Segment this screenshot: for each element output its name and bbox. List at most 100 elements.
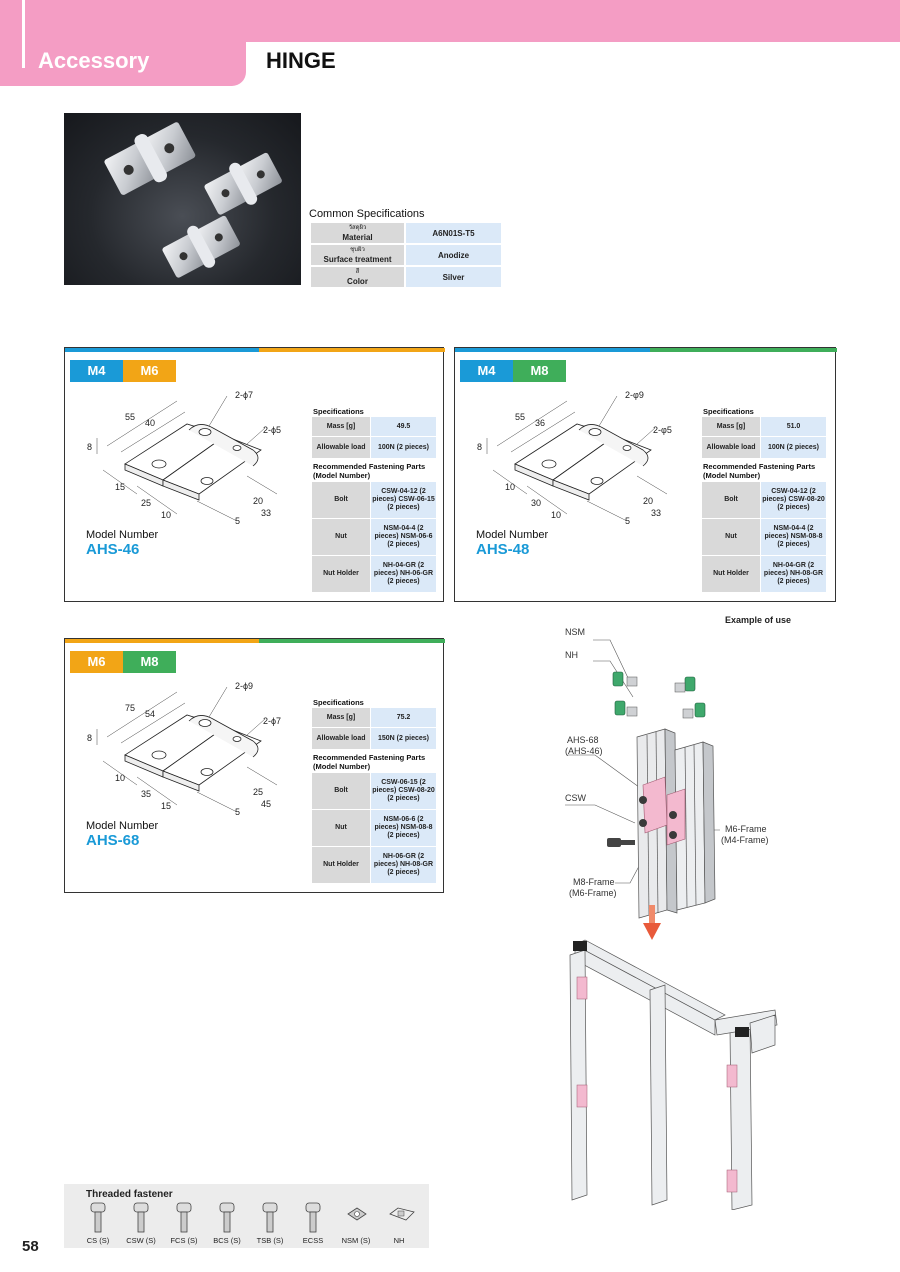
dim-length-inner: 40 — [145, 418, 155, 428]
recommended-parts-title: Recommended Fastening Parts (Model Numbe… — [313, 753, 426, 771]
label-nsm: NSM — [565, 627, 585, 637]
dimension-drawing: 2-ϕ7 2-ϕ5 55 40 8 15 25 10 5 20 33 — [77, 386, 297, 541]
page-number: 58 — [22, 1238, 39, 1255]
recommended-parts-title: Recommended Fastening Parts (Model Numbe… — [313, 462, 426, 480]
nsm-nut-icon — [346, 1202, 368, 1231]
dim-thickness: 8 — [477, 442, 482, 452]
panel-stripe-b — [259, 639, 445, 643]
recommended-parts-title: Recommended Fastening Parts (Model Numbe… — [703, 462, 816, 480]
thread-badge-a: M6 — [70, 651, 123, 673]
fastener-label: TSB (S) — [256, 1236, 284, 1245]
dim-hole-a: 2-ϕ9 — [235, 681, 253, 691]
product-panel-0: M4 M6 — [64, 347, 445, 602]
example-illustration: NSM NH AHS-68 (AHS-46) CSW M6-Frame (M4-… — [555, 625, 785, 1215]
table-row: Mass [g]75.2 — [312, 708, 436, 727]
dim-length-outer: 55 — [125, 412, 135, 422]
csw-bolt-icon — [131, 1202, 151, 1239]
hinge-drawing: 2-φ9 2-φ5 55 36 8 10 30 10 5 20 33 — [477, 390, 672, 526]
dim-width-b: 33 — [261, 508, 271, 518]
product-photo — [64, 113, 301, 285]
nh-holder-icon — [389, 1202, 415, 1231]
panel-stripe-b — [650, 348, 837, 352]
thread-badge-a: M4 — [460, 360, 513, 382]
fcs-bolt-icon — [174, 1202, 194, 1239]
dim-hole-b: 2-ϕ5 — [263, 425, 281, 435]
table-row: Mass [g]51.0 — [702, 417, 826, 436]
header-bar — [0, 0, 900, 42]
dimension-drawing: 2-φ9 2-φ5 55 36 8 10 30 10 5 20 33 — [467, 386, 687, 541]
fastener-label: NH — [393, 1236, 405, 1245]
panel-stripe-b — [259, 348, 445, 352]
section-tab — [0, 42, 246, 86]
dim-thickness: 8 — [87, 442, 92, 452]
label-ahs68: AHS-68 — [567, 735, 599, 745]
ecss-bolt-icon — [303, 1202, 323, 1239]
fastener-label: BCS (S) — [213, 1236, 241, 1245]
panel-stripe-a — [65, 639, 259, 643]
dim-width-b: 33 — [651, 508, 661, 518]
dim-width-a: 25 — [253, 787, 263, 797]
model-number-label: Model Number — [476, 529, 549, 541]
dim-length-outer: 55 — [515, 412, 525, 422]
thread-badge-b: M8 — [513, 360, 566, 382]
dim-edge-c: 10 — [161, 510, 171, 520]
dim-width-b: 45 — [261, 799, 271, 809]
thread-badge-b: M6 — [123, 360, 176, 382]
bcs-bolt-icon — [217, 1202, 237, 1239]
label-ahs46: (AHS-46) — [565, 746, 603, 756]
dim-hole-a: 2-φ9 — [625, 390, 644, 400]
dim-edge-a: 10 — [115, 773, 125, 783]
fastener-label: FCS (S) — [170, 1236, 198, 1245]
panel-stripe-a — [65, 348, 259, 352]
thread-badge-a: M4 — [70, 360, 123, 382]
dimension-drawing: 2-ϕ9 2-ϕ7 75 54 8 10 35 15 5 25 45 — [77, 677, 297, 832]
threaded-fastener-box: Threaded fastener CS (S)CSW (S)FCS (S)BC… — [64, 1184, 429, 1248]
section-label: Accessory — [38, 48, 150, 73]
dim-edge-d: 5 — [235, 516, 240, 526]
header-accent-line — [22, 0, 25, 68]
table-row: สีColor Silver — [311, 267, 501, 287]
dim-edge-d: 5 — [625, 516, 630, 526]
dim-edge-c: 10 — [551, 510, 561, 520]
dim-length-inner: 54 — [145, 709, 155, 719]
model-number: AHS-48 — [476, 541, 530, 558]
model-number: AHS-68 — [86, 832, 140, 849]
fastener-label: ECSS — [302, 1236, 324, 1245]
hinge-drawing: 2-ϕ9 2-ϕ7 75 54 8 10 35 15 5 25 45 — [87, 681, 281, 817]
thread-badge-b: M8 — [123, 651, 176, 673]
dim-edge-c: 15 — [161, 801, 171, 811]
product-panel-1: M4 M8 — [454, 347, 837, 602]
dim-hole-a: 2-ϕ7 — [235, 390, 253, 400]
page-title: HINGE — [266, 48, 336, 73]
dim-width-a: 20 — [643, 496, 653, 506]
hinge-drawing: 2-ϕ7 2-ϕ5 55 40 8 15 25 10 5 20 33 — [87, 390, 281, 526]
panel-stripe-a — [455, 348, 650, 352]
dim-edge-d: 5 — [235, 807, 240, 817]
model-number-label: Model Number — [86, 820, 159, 832]
dim-hole-b: 2-φ5 — [653, 425, 672, 435]
label-m4-frame: (M4-Frame) — [721, 835, 769, 845]
fastener-label: CSW (S) — [126, 1236, 156, 1245]
spec-title: Specifications — [313, 407, 364, 416]
common-specs-title: Common Specifications — [309, 208, 425, 220]
model-number: AHS-46 — [86, 541, 140, 558]
